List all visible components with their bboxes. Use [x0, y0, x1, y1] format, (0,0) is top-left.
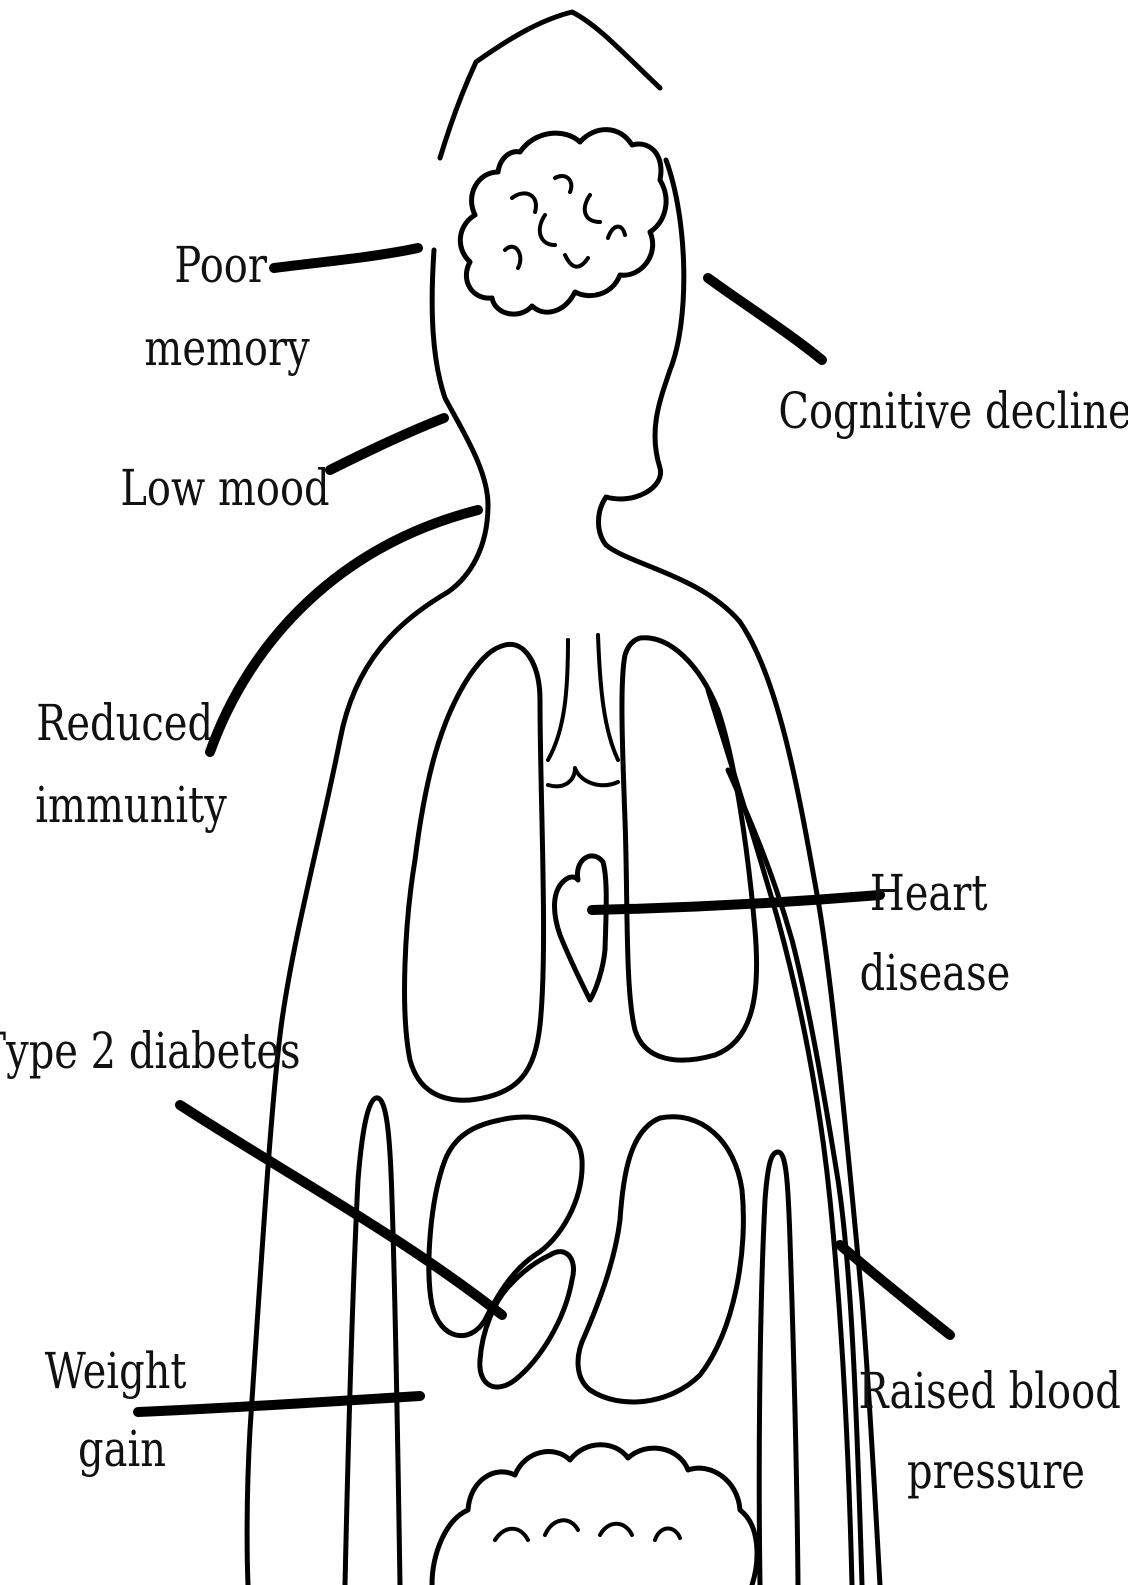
body-silhouette	[247, 12, 880, 1585]
leader-cognitive-decline	[708, 278, 822, 360]
leader-type2-diabetes	[180, 1105, 502, 1315]
label-cognitive-decline-line1: Cognitive decline	[778, 382, 1128, 441]
label-heart-disease-line1: Heart	[870, 864, 988, 923]
leader-heart-disease	[592, 895, 880, 910]
label-cognitive-decline: Cognitive decline	[778, 382, 1128, 441]
right-lung	[622, 638, 757, 1060]
brain-folds	[505, 176, 625, 268]
label-raised-blood-pressure-line2: pressure	[907, 1442, 1085, 1501]
head-right-side	[599, 160, 881, 1585]
label-heart-disease-line2: disease	[860, 944, 1011, 1003]
brain	[460, 130, 666, 315]
label-reduced-immunity-line1: Reduced	[36, 694, 213, 753]
label-poor-memory: Poor memory	[144, 236, 310, 378]
label-heart-disease: Heart disease	[860, 864, 1011, 1003]
heart	[555, 856, 607, 1000]
stomach	[578, 1117, 743, 1402]
label-reduced-immunity: Reduced immunity	[35, 694, 227, 835]
intestines	[432, 1445, 757, 1585]
label-low-mood: Low mood	[120, 459, 329, 518]
left-lung	[405, 644, 544, 1100]
leader-poor-memory	[274, 248, 418, 268]
label-weight-gain-line1: Weight	[45, 1342, 187, 1401]
liver	[429, 1117, 582, 1336]
left-side-organ	[345, 1098, 400, 1585]
label-type2-diabetes: Type 2 diabetes	[0, 1022, 301, 1081]
leader-low-mood	[330, 418, 444, 470]
label-poor-memory-line2: memory	[144, 319, 310, 378]
label-raised-blood-pressure: Raised blood pressure	[858, 1362, 1128, 1501]
label-poor-memory-line1: Poor	[174, 236, 267, 295]
label-weight-gain-line2: gain	[78, 1420, 166, 1479]
aorta-vessel	[708, 690, 862, 1585]
label-raised-blood-pressure-line1: Raised blood	[858, 1362, 1120, 1421]
leader-raised-blood-pressure	[840, 1245, 950, 1335]
label-reduced-immunity-line2: immunity	[35, 776, 227, 835]
label-low-mood-line1: Low mood	[120, 459, 329, 518]
label-type2-diabetes-line1: Type 2 diabetes	[0, 1022, 301, 1081]
pancreas	[480, 1252, 574, 1387]
trachea	[548, 635, 618, 786]
right-side-organ	[759, 1152, 798, 1585]
